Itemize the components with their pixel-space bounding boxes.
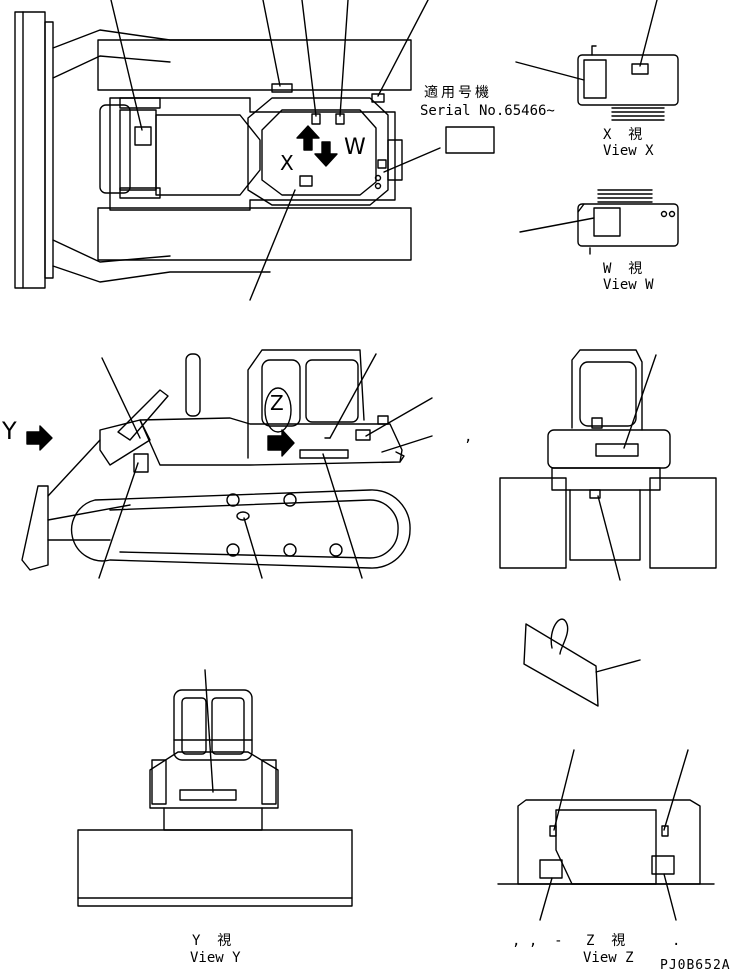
drawing-id-label: PJ0B652A xyxy=(660,958,731,973)
marker-x: X xyxy=(280,151,294,175)
rear-view xyxy=(499,349,717,581)
view-y-jp-label: Y 視 xyxy=(192,933,232,949)
top-plan-view xyxy=(14,0,495,301)
view-z-drawing xyxy=(497,749,715,921)
view-x-drawing xyxy=(515,0,679,121)
view-x-jp-label: X 視 xyxy=(603,127,643,143)
serial-number-label: Serial No.65466~ xyxy=(420,103,555,119)
marker-w: W xyxy=(344,135,366,160)
view-z-jp-label: Z 視 xyxy=(586,933,626,949)
view-w-jp-label: W 視 xyxy=(603,261,643,277)
label-plate-icon xyxy=(134,126,152,146)
view-w-drawing xyxy=(519,189,679,255)
side-view xyxy=(21,349,433,579)
marker-y: Y xyxy=(2,417,17,445)
marker-z: Z xyxy=(270,391,284,415)
view-x-en-label: View X xyxy=(603,143,654,159)
serial-jp-label: 適用号機 xyxy=(424,85,492,101)
marker-comma: , xyxy=(464,429,473,445)
view-w-en-label: View W xyxy=(603,277,654,293)
view-y-en-label: View Y xyxy=(190,950,241,966)
view-z-en-label: View Z xyxy=(583,950,634,966)
label-plate-icon xyxy=(133,453,149,473)
tag-drawing xyxy=(523,618,641,707)
view-z-prefix-label: , , - xyxy=(512,933,563,949)
view-y-drawing xyxy=(77,669,353,907)
view-z-dot: . xyxy=(672,933,681,949)
